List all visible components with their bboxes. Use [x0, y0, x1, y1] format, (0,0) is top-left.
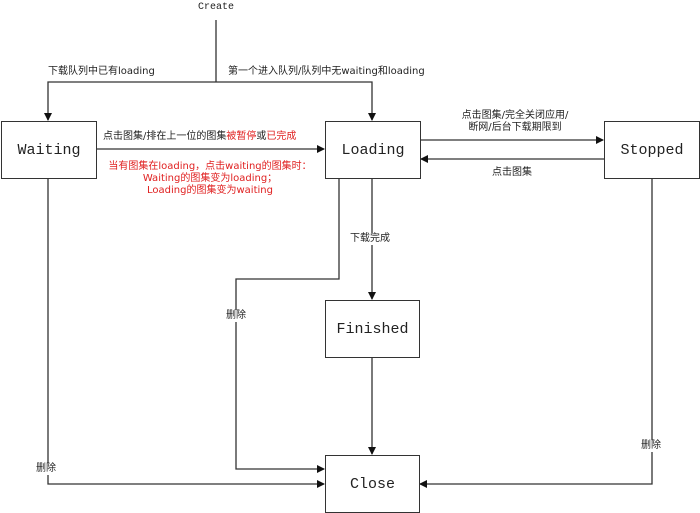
create-label: Create — [197, 2, 234, 13]
label-waiting-to-loading-completed: 已完成 — [266, 131, 297, 142]
swap-note: 当有图集在loading，点击waiting的图集时： Waiting的图集变为… — [100, 161, 320, 197]
state-stopped-label: Stopped — [620, 141, 684, 159]
label-stopped-to-close: 删除 — [641, 440, 661, 452]
state-stopped[interactable]: Stopped — [604, 121, 700, 179]
label-waiting-to-loading: 点击图集/排在上一位的图集被暂停或已完成 — [103, 131, 296, 143]
label-waiting-to-loading-part1: 点击图集/排在上一位的图集 — [103, 131, 227, 142]
state-finished-label: Finished — [336, 320, 409, 338]
edge-create-to-waiting — [44, 81, 216, 121]
edge-create-to-loading — [216, 81, 376, 121]
state-finished[interactable]: Finished — [325, 300, 420, 358]
label-stopped-to-loading: 点击图集 — [492, 167, 532, 178]
label-loading-to-close: 删除 — [226, 310, 246, 322]
state-close[interactable]: Close — [325, 455, 420, 513]
label-loading-to-finished: 下载完成 — [350, 233, 390, 245]
label-waiting-to-loading-paused: 被暂停 — [226, 131, 257, 142]
edge-stopped-to-close — [419, 178, 653, 488]
state-close-label: Close — [349, 475, 395, 493]
state-loading[interactable]: Loading — [325, 121, 421, 179]
edge-waiting-to-close — [47, 178, 325, 488]
swap-note-line-2: Waiting的图集变为loading； — [142, 173, 278, 184]
state-waiting[interactable]: Waiting — [1, 121, 97, 179]
label-loading-to-stopped-line-1: 点击图集/完全关闭应用/ — [461, 110, 569, 121]
swap-note-line-3: Loading的图集变为waiting — [147, 185, 273, 196]
state-waiting-label: Waiting — [17, 141, 81, 159]
state-loading-label: Loading — [341, 141, 405, 159]
label-loading-to-stopped-line-2: 断网/后台下载期限到 — [468, 122, 562, 133]
swap-note-line-1: 当有图集在loading，点击waiting的图集时： — [108, 161, 312, 172]
label-create-to-waiting: 下载队列中已有loading — [48, 66, 155, 77]
label-waiting-to-loading-or: 或 — [256, 131, 267, 142]
label-create-to-loading: 第一个进入队列/队列中无waiting和loading — [228, 66, 425, 77]
edge-loading-to-close — [235, 178, 340, 473]
label-loading-to-stopped: 点击图集/完全关闭应用/ 断网/后台下载期限到 — [440, 110, 590, 134]
label-waiting-to-close: 删除 — [36, 463, 56, 475]
